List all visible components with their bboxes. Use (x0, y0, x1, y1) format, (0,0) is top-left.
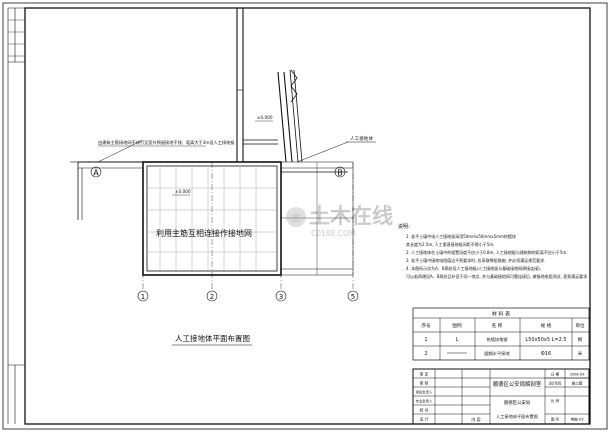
notes-block: 说明: 1. 若平土壤中电人工接地极采用50mmx50mmx5mm热镀锌 其长度… (398, 223, 588, 279)
ground-conductor-a (70, 139, 144, 220)
binding-margin (7, 7, 25, 424)
svg-text:5: 5 (351, 293, 355, 301)
svg-text:比 例: 比 例 (551, 398, 560, 403)
title-block: 审 定 审 核 项目负责人 专业负责人 校 对 设 计 顺德区公安局解剖室 顺德… (412, 368, 590, 425)
svg-text:L50x50x5 L=2.5: L50x50x5 L=2.5 (525, 337, 566, 343)
svg-text:设 计: 设 计 (420, 417, 429, 422)
svg-text:2. 人工接地体在土壤中的埋置深度不应小于0.8m, 人工接: 2. 人工接地体在土壤中的埋置深度不应小于0.8m, 人工接地极与建筑物的距离不… (406, 249, 568, 255)
svg-text:3. 若平土壤中接地电阻值达不到要求时, 应采取降阻措施.: 3. 若平土壤中接地电阻值达不到要求时, 应采取降阻措施. 并必须满足规范要求. (406, 257, 545, 263)
svg-text:2: 2 (424, 351, 427, 357)
svg-text:日 期: 日 期 (551, 372, 560, 377)
svg-text:施工图: 施工图 (572, 381, 583, 386)
svg-text:校 对: 校 对 (420, 408, 429, 413)
outer-border (2, 2, 608, 430)
ground-conductor-b (281, 141, 376, 173)
axis-marker-5: 5 (347, 290, 359, 302)
svg-text:图 号: 图 号 (551, 417, 560, 422)
svg-text:2: 2 (210, 293, 214, 301)
svg-text:专业负责人: 专业负责人 (416, 399, 434, 404)
svg-text:米: 米 (578, 350, 583, 357)
svg-text:序号: 序号 (421, 322, 431, 329)
svg-text:名 称: 名 称 (492, 322, 503, 329)
svg-text:规 格: 规 格 (541, 322, 552, 329)
svg-text:L: L (456, 337, 459, 343)
svg-text:审 定: 审 定 (420, 372, 429, 377)
axis-marker-1: 1 (137, 290, 149, 302)
svg-text:根: 根 (578, 336, 583, 343)
svg-text:1: 1 (424, 337, 427, 343)
callout-right-text: 人工接地体 (350, 135, 373, 142)
site-watermark: 土 土木在线 C0188.COM (286, 204, 393, 238)
svg-text:电施-03: 电施-03 (570, 417, 583, 422)
company-name: 顺德区公安局解剖室 (493, 380, 542, 388)
axis-marker-2: 2 (206, 290, 218, 302)
inner-frame (24, 7, 591, 425)
svg-text:审 核: 审 核 (420, 381, 429, 386)
svg-text:设计阶段: 设计阶段 (549, 381, 563, 386)
svg-text:土木在线: 土木在线 (309, 204, 393, 228)
svg-text:图例: 图例 (452, 322, 462, 329)
project-name: 顺德区公安局 (504, 399, 530, 406)
materials-table: 材 料 表 序号 图例 名 称 规 格 单位 1 L 热镀锌角钢 L50x50x… (412, 307, 590, 361)
svg-text:B: B (337, 169, 343, 178)
svg-text:1. 若平土壤中电人工接地极采用50mmx50mmx5mm热: 1. 若平土壤中电人工接地极采用50mmx50mmx5mm热镀锌 (406, 233, 516, 239)
svg-text:1: 1 (141, 293, 145, 301)
svg-text:Φ16: Φ16 (541, 351, 551, 357)
svg-text:土: 土 (291, 211, 301, 224)
svg-text:其长度为2.5m, 人工垂直接地极间距不得小于5m.: 其长度为2.5m, 人工垂直接地极间距不得小于5m. (406, 241, 495, 247)
axis-lines (142, 162, 354, 290)
svg-text:热镀锌角钢: 热镀锌角钢 (487, 336, 508, 343)
svg-text:C0188.COM: C0188.COM (311, 229, 355, 238)
svg-text:圆钢水平接地: 圆钢水平接地 (484, 350, 510, 357)
drawing-name: 人工接地体平面布置图 (496, 413, 538, 420)
svg-text:内 容: 内 容 (471, 416, 480, 422)
svg-text:单位: 单位 (575, 322, 585, 329)
svg-text:3: 3 (279, 293, 283, 301)
elevation-main: ±0.000 (175, 189, 191, 194)
elevation-top: ±0.000 (257, 115, 273, 120)
callout-left-text: 由建筑主筋接地网干线引至室外预留接地干线、距离大于3m设人工接地极 (98, 139, 235, 146)
axis-marker-3: 3 (275, 290, 287, 302)
grid-label: 利用主筋互相连接作接地网 (156, 228, 252, 238)
svg-text:2008.09: 2008.09 (570, 373, 586, 377)
axis-marker-a: A (90, 166, 102, 178)
svg-text:材 料 表: 材 料 表 (492, 311, 510, 318)
svg-text:项目负责人: 项目负责人 (416, 390, 434, 395)
svg-text:可以若再增设A、B两处且补设于同一地点, 并与基础接地网可靠: 可以若再增设A、B两处且补设于同一地点, 并与基础接地网可靠连接后, 做接地电阻… (406, 273, 588, 279)
svg-text:说明:: 说明: (398, 223, 410, 230)
plan-title: 人工接地体平面布置图 (175, 333, 250, 343)
svg-text:4. 本图所示仅为A、B两处设人工接地极(人工接地极与基础接: 4. 本图所示仅为A、B两处设人工接地极(人工接地极与基础接地网焊接连接)， (406, 265, 544, 271)
upper-wall (236, 8, 303, 163)
svg-text:A: A (93, 169, 99, 178)
